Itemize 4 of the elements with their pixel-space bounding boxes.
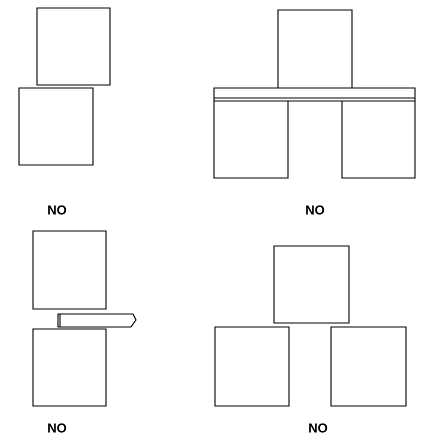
caption-label: NO xyxy=(309,423,328,433)
caption-label: NO xyxy=(48,205,66,215)
caption-label: NO xyxy=(306,205,324,215)
caption-label: NO xyxy=(48,423,66,433)
